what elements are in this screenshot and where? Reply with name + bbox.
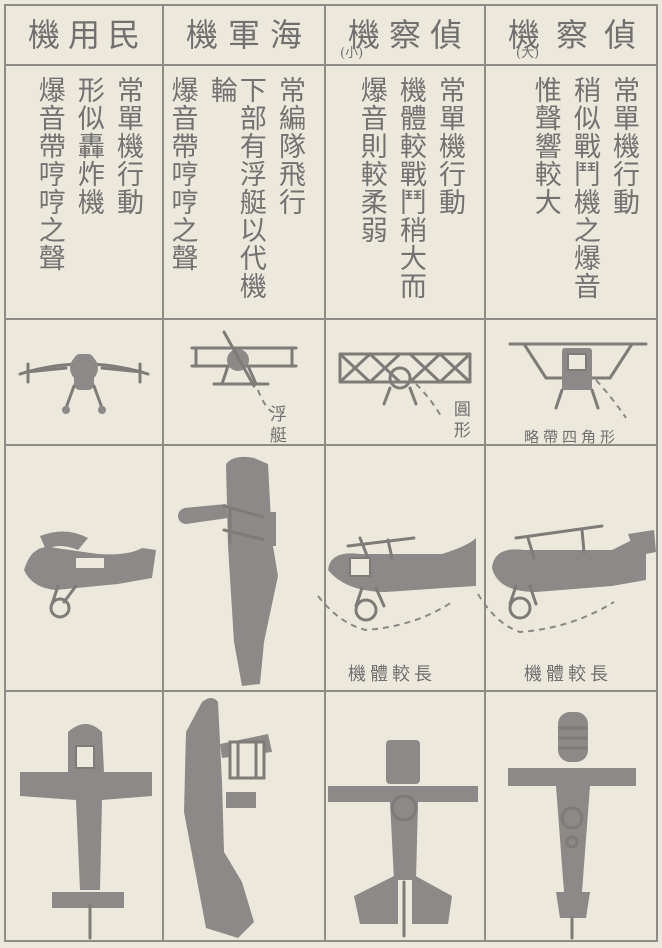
header-char: 機 — [508, 16, 541, 54]
large-recon-front-view-illustration — [508, 342, 648, 419]
naval-side-view-illustration — [178, 456, 278, 686]
quadrangle-shape-caption: 略帶四角形 — [524, 428, 620, 446]
header-subtitle-small: (小) — [340, 46, 364, 61]
description-line: 常單機行動 — [112, 76, 143, 216]
naval-top-view-illustration — [184, 698, 272, 938]
description-naval: 常編隊飛行 下部有浮艇以代機輪 爆音帶哼哼之聲 — [164, 66, 324, 318]
naval-front-view-illustration — [190, 330, 298, 413]
header-char: 機 — [28, 16, 61, 54]
column-divider — [324, 4, 326, 942]
description-line: 常編隊飛行 — [274, 76, 305, 216]
column-divider — [162, 4, 164, 942]
description-line: 爆音帶哼哼之聲 — [166, 76, 198, 272]
table-border — [4, 4, 658, 942]
header-char: 民 — [107, 16, 140, 54]
row-divider — [4, 690, 658, 692]
row-divider — [4, 444, 658, 446]
header-char: 察 — [555, 16, 588, 54]
header-char: 用 — [67, 16, 100, 54]
description-line: 惟聲響較大 — [529, 76, 561, 216]
description-line: 稍似戰鬥機之爆音 — [568, 76, 600, 300]
description-civil: 常單機行動 形似轟炸機 爆音帶哼哼之聲 — [6, 66, 162, 318]
header-char: 軍 — [227, 16, 260, 54]
column-divider — [484, 4, 486, 942]
header-subtitle-large: (大) — [516, 46, 540, 61]
header-char: 海 — [269, 16, 302, 54]
large-recon-side-view-illustration — [477, 524, 656, 634]
header-civil-aircraft: 機 用 民 — [6, 6, 162, 64]
small-recon-front-view-illustration — [338, 352, 472, 419]
row-divider — [4, 318, 658, 320]
longer-body-caption: 機體較長 — [524, 664, 612, 685]
large-recon-top-view-illustration — [508, 712, 636, 940]
header-char: 偵 — [603, 16, 636, 54]
float-caption: 浮艇 — [265, 405, 286, 447]
civil-front-view-illustration — [18, 354, 150, 414]
description-line: 爆音則較柔弱 — [355, 76, 387, 244]
header-char: 偵 — [429, 16, 462, 54]
round-shape-caption: 圓形 — [449, 400, 470, 442]
header-char: 機 — [348, 16, 381, 54]
header-large-recon-aircraft: 機 察 偵 — [486, 6, 658, 64]
header-char: 察 — [388, 16, 421, 54]
description-line: 機體較戰鬥稍大而 — [394, 76, 426, 300]
description-line: 常單機行動 — [608, 76, 639, 216]
longer-body-caption: 機體較長 — [348, 664, 436, 685]
small-recon-side-view-illustration — [317, 536, 476, 632]
description-line: 常單機行動 — [434, 76, 465, 216]
civil-top-view-illustration — [20, 724, 152, 940]
header-char: 機 — [186, 16, 219, 54]
small-recon-top-view-illustration — [328, 740, 478, 938]
description-large-recon: 常單機行動 稍似戰鬥機之爆音 惟聲響較大 — [486, 66, 658, 318]
description-line: 下部有浮艇以代機輪 — [205, 76, 266, 300]
description-small-recon: 常單機行動 機體較戰鬥稍大而 爆音則較柔弱 — [326, 66, 484, 318]
description-line: 爆音帶哼哼之聲 — [33, 76, 65, 272]
row-divider — [4, 64, 658, 66]
description-line: 形似轟炸機 — [72, 76, 104, 216]
header-small-recon-aircraft: 機 察 偵 — [326, 6, 484, 64]
header-naval-aircraft: 機 軍 海 — [164, 6, 324, 64]
civil-side-view-illustration — [24, 531, 156, 619]
